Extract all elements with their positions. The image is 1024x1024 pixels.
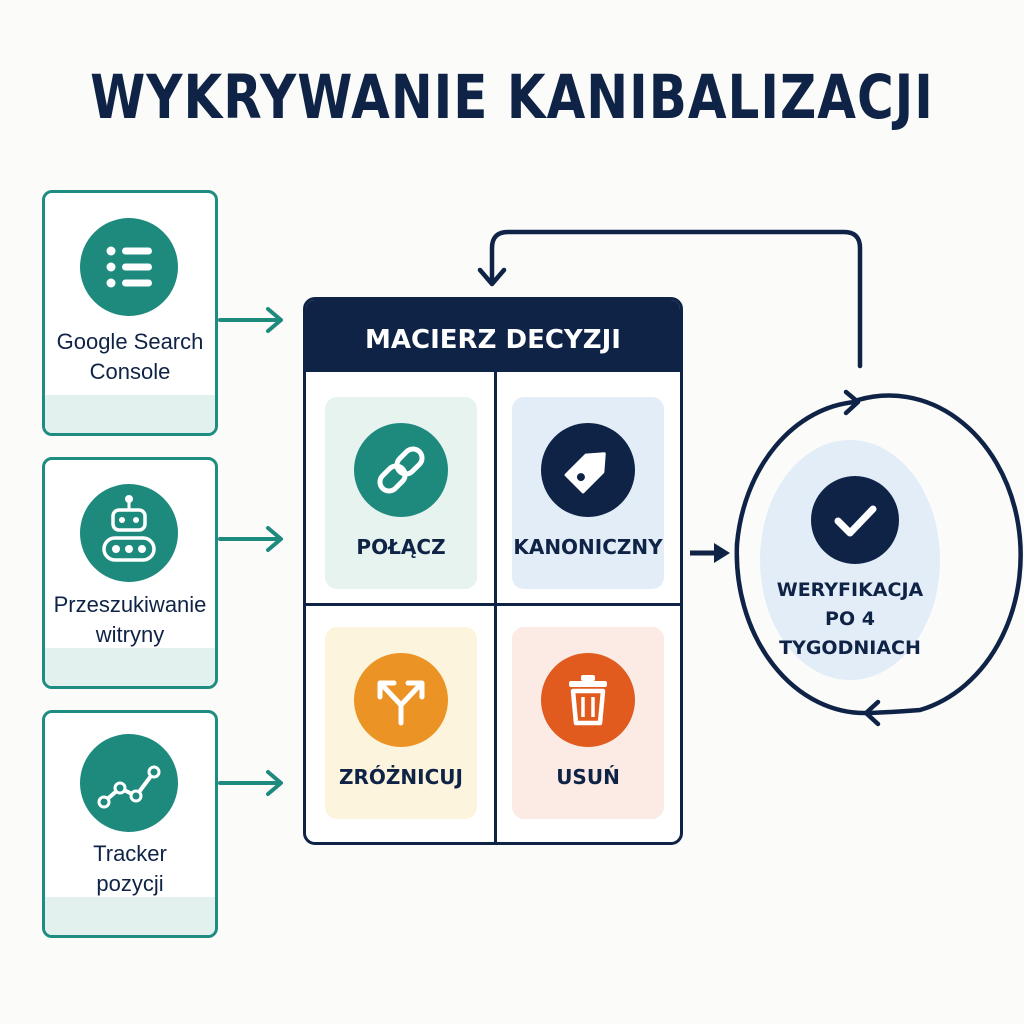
source-to-matrix-arrow [218, 770, 283, 796]
matrix-cell-label: KANONICZNY [513, 535, 663, 559]
matrix-divider-vertical [494, 372, 497, 842]
source-label-line: Przeszukiwanie [53, 592, 207, 617]
source-label-line: Console [89, 359, 171, 384]
verification-label-line: TYGODNIACH [779, 637, 921, 659]
source-label-line: Google Search [56, 329, 204, 354]
source-card-site-crawl: Przeszukiwanie witryny [42, 457, 218, 689]
matrix-cell-merge: POŁĄCZ [325, 397, 477, 589]
list-icon [80, 218, 178, 316]
source-label-line: pozycji [96, 871, 164, 896]
matrix-to-verification-arrow [690, 543, 730, 563]
link-icon [354, 423, 448, 517]
source-label-line: witryny [95, 622, 165, 647]
trash-icon [541, 653, 635, 747]
decision-matrix: MACIERZ DECYZJI POŁĄCZ KANONICZNY [303, 297, 683, 845]
matrix-cell-label: POŁĄCZ [356, 535, 446, 559]
matrix-cell-canonical: KANONICZNY [512, 397, 664, 589]
matrix-cell-differentiate: ZRÓŻNICUJ [325, 627, 477, 819]
verification-label-line: PO 4 [825, 608, 875, 630]
verification-label-line: WERYFIKACJA [776, 579, 924, 601]
matrix-cell-label: USUŃ [556, 765, 620, 789]
robot-crawler-icon [80, 484, 178, 582]
source-label: Google Search Console [45, 327, 215, 387]
card-footer-band [45, 395, 215, 433]
source-label: Tracker pozycji [45, 839, 215, 899]
card-footer-band [45, 897, 215, 935]
split-arrows-icon [354, 653, 448, 747]
source-card-google-search-console: Google Search Console [42, 190, 218, 436]
source-label: Przeszukiwanie witryny [45, 590, 215, 650]
matrix-header: MACIERZ DECYZJI [306, 300, 680, 372]
source-to-matrix-arrow [218, 526, 283, 552]
source-card-rank-tracker: Tracker pozycji [42, 710, 218, 938]
card-footer-band [45, 648, 215, 686]
source-label-line: Tracker [93, 841, 167, 866]
page-title: WYKRYWANIE KANIBALIZACJI [90, 62, 934, 133]
verification-node: WERYFIKACJA PO 4 TYGODNIACH [760, 440, 940, 680]
line-chart-icon [80, 734, 178, 832]
matrix-divider-horizontal [306, 603, 680, 606]
tag-icon [541, 423, 635, 517]
verification-label: WERYFIKACJA PO 4 TYGODNIACH [760, 576, 940, 663]
matrix-cell-delete: USUŃ [512, 627, 664, 819]
source-to-matrix-arrow [218, 307, 283, 333]
checkmark-icon [811, 476, 899, 564]
matrix-cell-label: ZRÓŻNICUJ [339, 765, 463, 789]
